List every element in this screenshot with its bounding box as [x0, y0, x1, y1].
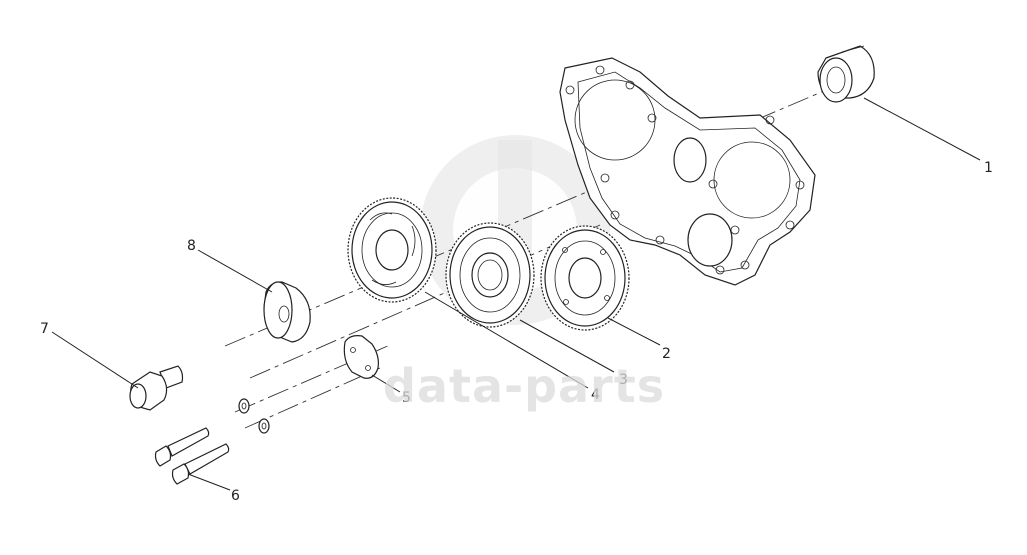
housing-bolt-holes — [565, 65, 805, 275]
watermark-text: data-parts — [383, 359, 665, 413]
leader-lines — [51, 97, 981, 491]
part-6-bolts — [154, 427, 230, 485]
callout-labels: 1 2 3 4 5 6 7 8 — [40, 160, 993, 504]
part-3-idler-gear — [445, 222, 535, 328]
callout-3: 3 — [619, 372, 628, 388]
part-8-washer — [263, 281, 311, 343]
part-7-flange-bolt — [129, 365, 184, 411]
callout-6: 6 — [231, 488, 240, 504]
part-4-gear — [347, 197, 437, 303]
callout-4: 4 — [591, 387, 600, 403]
small-washers — [238, 398, 270, 434]
callout-2: 2 — [662, 346, 671, 362]
part-2-gear — [540, 225, 630, 331]
callout-7: 7 — [40, 321, 49, 337]
callout-8: 8 — [187, 238, 196, 254]
part-1-plug — [817, 45, 875, 103]
callout-5: 5 — [402, 390, 411, 406]
part-5-plate — [343, 335, 379, 379]
timing-gear-housing — [559, 57, 816, 286]
callout-1: 1 — [984, 160, 993, 176]
